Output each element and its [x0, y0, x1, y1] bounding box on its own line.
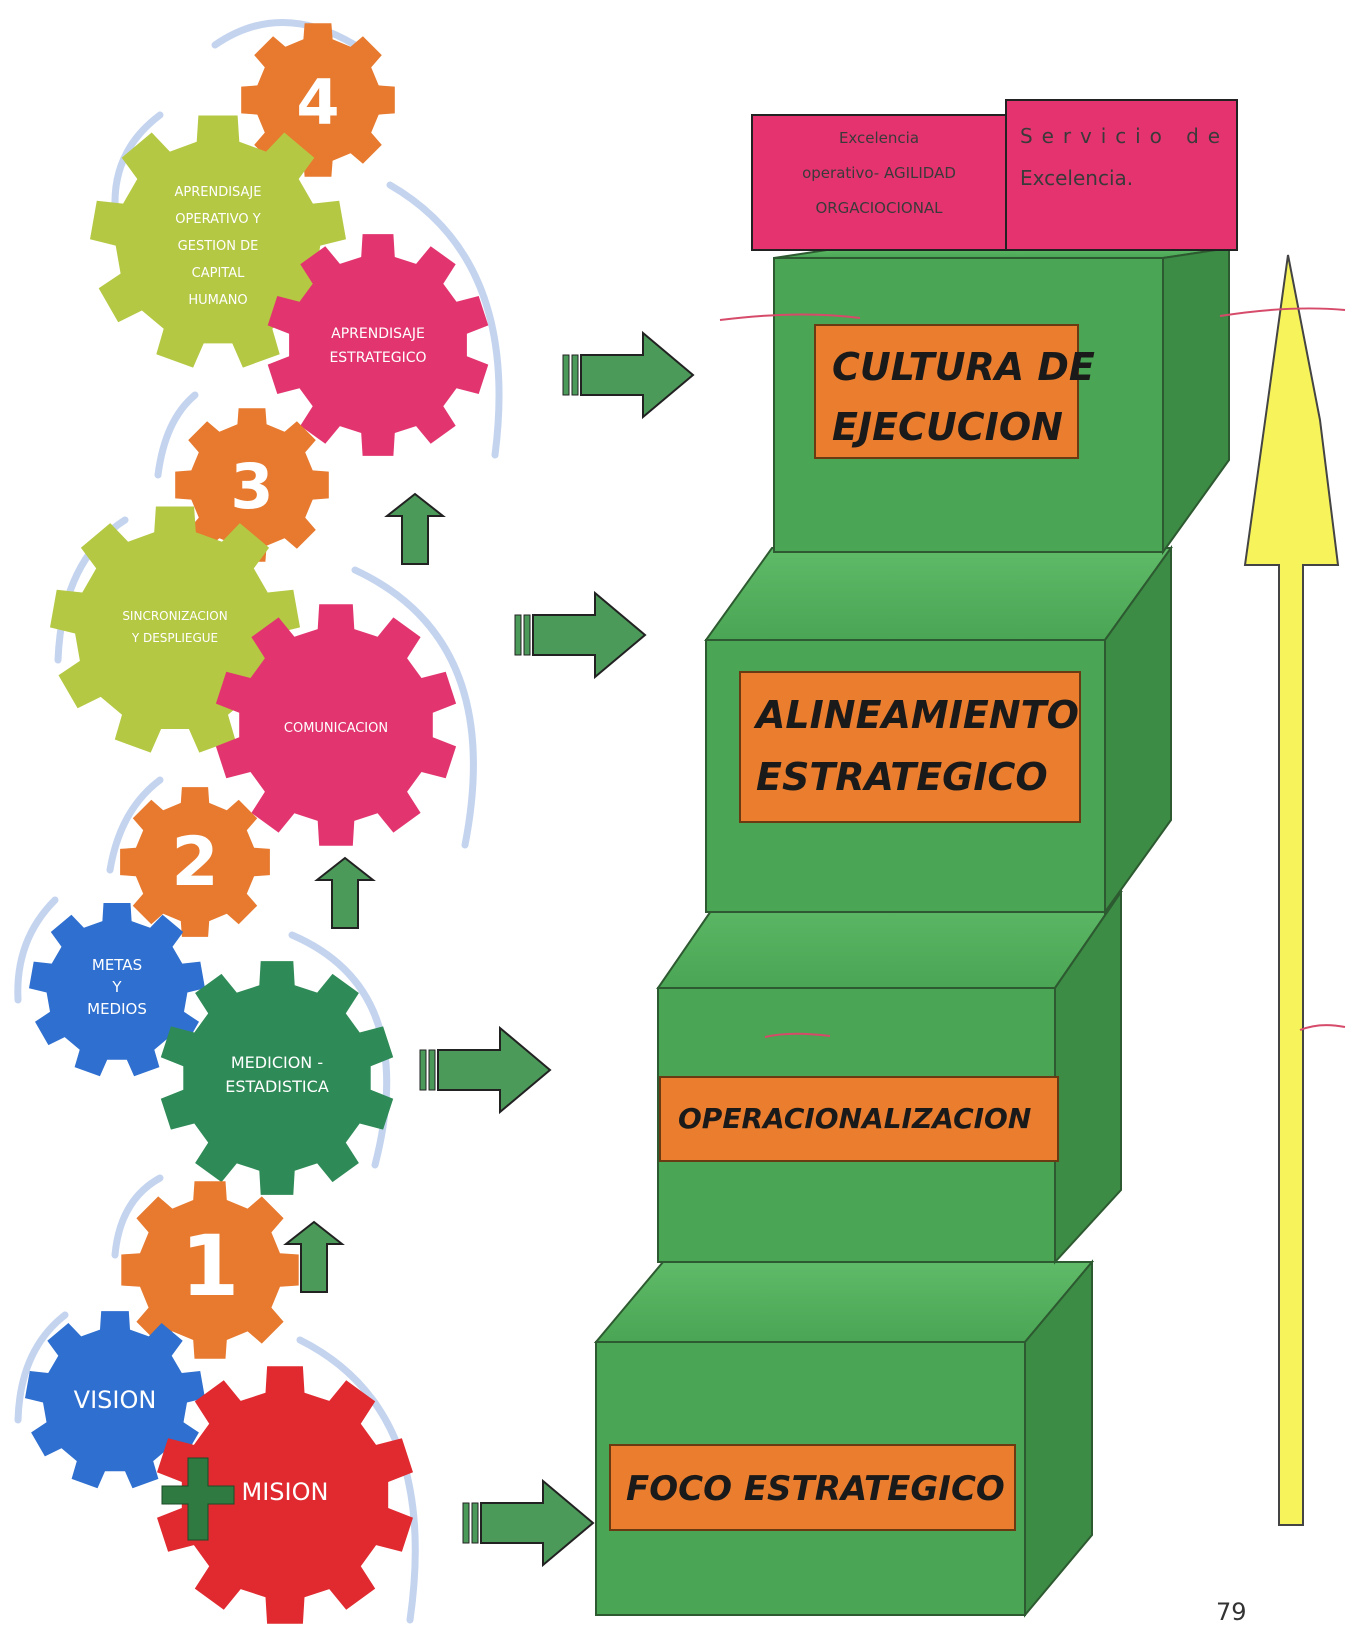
sincronizacion-line2: Y DESPLIEGUE: [131, 631, 218, 645]
cultura-label-line2: EJECUCION: [832, 405, 1063, 449]
servicio-excelencia-box: [1005, 99, 1238, 251]
alineamiento-label-box: [739, 671, 1081, 823]
excelencia-operativa-box: [751, 114, 1007, 251]
up-arrow-3: [384, 492, 446, 565]
cycle-arc-1: [111, 1174, 164, 1259]
cycle-arrows: [14, 19, 503, 1624]
mision-label: MISION: [242, 1478, 329, 1506]
page-number: 79: [1216, 1598, 1247, 1626]
aprendizaje-op-line2: OPERATIVO Y: [175, 212, 260, 227]
cultura-label-box: [814, 324, 1079, 459]
cycle-arc-2: [106, 776, 164, 874]
up-arrow-1: [283, 1220, 345, 1293]
cycle-arc-3: [154, 391, 199, 479]
gears: [25, 23, 489, 1624]
gear-2: [120, 787, 270, 937]
gear-3: [175, 408, 329, 562]
step-alineamiento-estrategico: ALINEAMIENTO ESTRATEGICO: [704, 544, 1173, 916]
step-foco-estrategico: FOCO ESTRATEGICO: [593, 1259, 1095, 1618]
num-2-label: 2: [171, 823, 218, 902]
gear-1: [121, 1181, 299, 1359]
operacionalizacion-label-box: [659, 1076, 1059, 1162]
up-arrows: [283, 492, 446, 1293]
num-1-label: 1: [181, 1217, 239, 1315]
cycle-arc-metas: [14, 896, 59, 1004]
gear-medicion: [160, 961, 394, 1195]
sincronizacion-line1: SINCRONIZACION: [122, 609, 227, 623]
metas-line1: METAS: [92, 956, 142, 974]
servicio-line2: Excelencia.: [1020, 166, 1133, 190]
step-cultura-de-ejecucion: CULTURA DE EJECUCION: [773, 246, 1230, 556]
aprendizaje-op-line3: GESTION DE: [178, 239, 259, 254]
cycle-arc-com: [351, 566, 477, 849]
num-3-label: 3: [230, 450, 273, 523]
comunicacion-label: COMUNICACION: [284, 721, 388, 736]
aprendizaje-op-line4: CAPITAL: [192, 266, 245, 281]
cycle-arc-4: [211, 19, 359, 49]
plus-icon: [161, 1457, 235, 1541]
top-boxes: Excelencia operativo- AGILIDAD ORGACIOCI…: [751, 99, 1238, 251]
right-arrow-cultura: [562, 330, 695, 420]
operacionalizacion-label: OPERACIONALIZACION: [678, 1102, 1031, 1135]
gear-aprendizaje-estrategico: [267, 234, 489, 456]
foco-label: FOCO ESTRATEGICO: [626, 1469, 1005, 1509]
cycle-arc-vision: [14, 1311, 69, 1424]
aprendizaje-est-line2: ESTRATEGICO: [329, 350, 426, 366]
excelencia-line2: operativo- AGILIDAD: [802, 164, 956, 182]
yellow-progress-arrow: [1243, 254, 1340, 1526]
vision-label: VISION: [74, 1386, 157, 1414]
alineamiento-label-line1: ALINEAMIENTO: [753, 693, 1079, 737]
servicio-line1: Servicio de: [1020, 124, 1220, 148]
right-arrow-foco: [462, 1478, 595, 1568]
aprendizaje-op-line1: APRENDISAJE: [175, 185, 262, 200]
aprendizaje-op-line5: HUMANO: [188, 293, 247, 308]
foco-label-box: [609, 1444, 1016, 1531]
aprendizaje-est-line1: APRENDISAJE: [331, 326, 425, 342]
gear-metas: [29, 903, 205, 1077]
metas-line3: MEDIOS: [87, 1000, 147, 1018]
gear-labels: VISION MISION 1 METAS Y MEDIOS MEDICION …: [74, 66, 427, 1506]
excelencia-line1: Excelencia: [839, 129, 919, 147]
right-arrow-operacionalizacion: [419, 1025, 552, 1115]
step-operacionalizacion: OPERACIONALIZACION: [656, 888, 1123, 1265]
num-4-label: 4: [296, 66, 339, 139]
excelencia-line3: ORGACIOCIONAL: [815, 199, 943, 217]
medicion-line1: MEDICION -: [231, 1053, 323, 1072]
up-arrow-2: [314, 856, 376, 929]
gear-vision: [25, 1311, 205, 1489]
right-arrows: [419, 330, 695, 1568]
gear-mision: [157, 1366, 413, 1624]
right-arrow-alineamiento: [514, 590, 647, 680]
metas-line2: Y: [111, 978, 122, 996]
gear-comunicacion: [215, 604, 457, 846]
cultura-label-line1: CULTURA DE: [832, 345, 1095, 389]
handwritten-marks: [719, 307, 1346, 1038]
alineamiento-label-line2: ESTRATEGICO: [756, 755, 1048, 799]
cycle-arc-ap-est: [386, 181, 503, 459]
medicion-line2: ESTADISTICA: [225, 1077, 329, 1096]
